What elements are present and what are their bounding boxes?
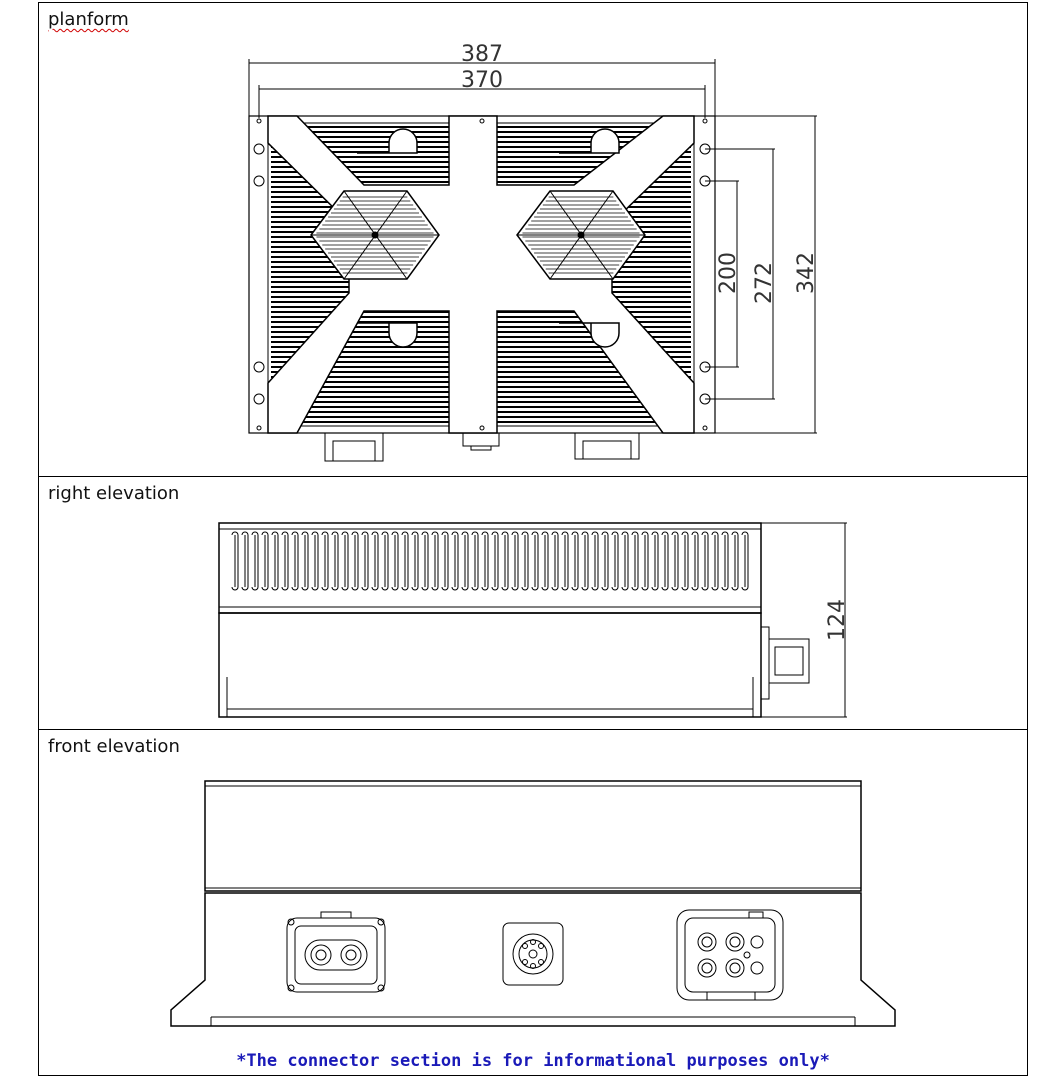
front-elevation-drawing: [170, 780, 896, 1027]
fan-icon-right: [516, 190, 646, 280]
hatch-line: [591, 531, 599, 591]
hatch-line: [661, 531, 669, 591]
hatch-line: [351, 531, 359, 591]
hatch-line: [251, 531, 259, 591]
hatch-line: [451, 531, 459, 591]
hatch-line: [601, 531, 609, 591]
planform-drawing: 387 370 200 272 342: [248, 42, 819, 462]
hatch-line: [361, 531, 369, 591]
hatch-line: [341, 531, 349, 591]
dim-387: 387: [461, 42, 503, 67]
hatch-line: [711, 531, 719, 591]
informational-footnote: *The connector section is for informatio…: [236, 1051, 830, 1071]
hatch-line: [231, 531, 239, 591]
dim-370: 370: [461, 68, 503, 93]
connector-center-icon: [502, 922, 564, 986]
connector-left-icon: [286, 911, 386, 993]
hatch-line: [531, 531, 539, 591]
dim-124: 124: [825, 599, 850, 641]
hatch-line: [641, 531, 649, 591]
hatch-line: [461, 531, 469, 591]
hatch-line: [541, 531, 549, 591]
planform-section: planform: [39, 3, 1027, 477]
dim-200: 200: [716, 252, 741, 294]
hatch-line: [421, 531, 429, 591]
hatch-line: [301, 531, 309, 591]
hatch-line: [701, 531, 709, 591]
right-elevation-drawing: 124: [218, 522, 850, 718]
connector-right-icon: [676, 909, 784, 1001]
drawing-table: planform: [38, 2, 1028, 1076]
front-elevation-label: front elevation: [48, 736, 180, 757]
hatch-line: [511, 531, 519, 591]
hatch-line: [571, 531, 579, 591]
hatch-line: [731, 531, 739, 591]
hatch-line: [331, 531, 339, 591]
hatch-line: [481, 531, 489, 591]
hatch-line: [371, 531, 379, 591]
hatch-line: [321, 531, 329, 591]
hatch-line: [401, 531, 409, 591]
hatch-line: [611, 531, 619, 591]
hatch-line: [431, 531, 439, 591]
hatch-line: [271, 531, 279, 591]
hatch-line: [631, 531, 639, 591]
hatch-line: [721, 531, 729, 591]
hatch-line: [241, 531, 249, 591]
hatch-line: [311, 531, 319, 591]
hatch-line: [441, 531, 449, 591]
hatch-line: [561, 531, 569, 591]
dim-342: 342: [794, 252, 819, 294]
hatch-line: [381, 531, 389, 591]
hatch-line: [521, 531, 529, 591]
hatch-line: [261, 531, 269, 591]
hatch-line: [491, 531, 499, 591]
hatch-line: [551, 531, 559, 591]
hatch-line: [411, 531, 419, 591]
hatch-line: [291, 531, 299, 591]
hatch-line: [621, 531, 629, 591]
hatch-line: [681, 531, 689, 591]
hatch-line: [581, 531, 589, 591]
hatch-line: [471, 531, 479, 591]
dim-272: 272: [752, 262, 777, 304]
front-elevation-section: front elevation: [39, 730, 1027, 1075]
planform-label: planform: [48, 9, 129, 30]
right-elevation-label: right elevation: [48, 483, 180, 504]
hatch-line: [691, 531, 699, 591]
right-elevation-section: right elevation 124: [39, 477, 1027, 730]
hatch-line: [281, 531, 289, 591]
hatch-line: [391, 531, 399, 591]
hatch-line: [501, 531, 509, 591]
fan-icon-left: [310, 190, 440, 280]
hatch-line: [651, 531, 659, 591]
hatch-line: [671, 531, 679, 591]
hatch-line: [741, 531, 749, 591]
